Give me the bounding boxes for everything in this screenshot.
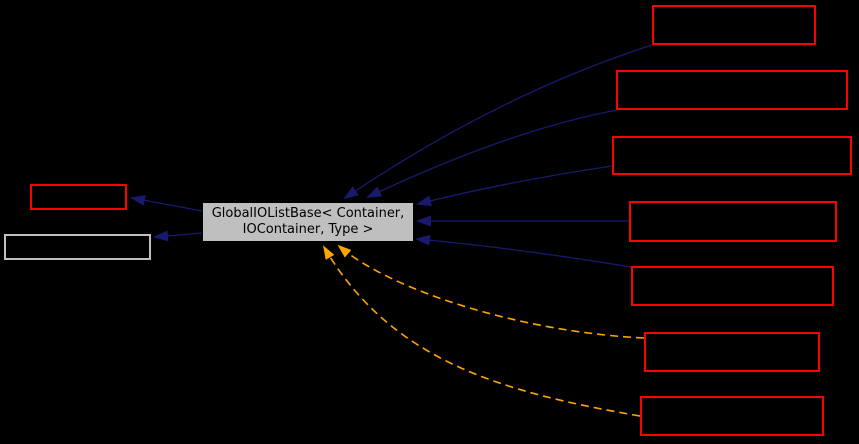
globaliolistbase-label-line1: GlobalIOListBase< Container, [211,206,405,221]
base-class-node-2[interactable] [4,234,151,260]
inheritance-edge-derived-1 [343,44,653,200]
derived-class-node-6[interactable] [644,332,820,372]
template-instance-edge-2 [322,245,641,417]
derived-class-node-1[interactable] [652,5,816,45]
derived-class-node-7[interactable] [640,396,824,436]
inheritance-edge-derived-2 [366,109,618,198]
inheritance-edge-base-2 [153,230,203,242]
derived-class-node-3[interactable] [612,136,852,175]
derived-class-node-2[interactable] [616,70,848,110]
derived-class-node-5[interactable] [631,266,834,306]
inheritance-edge-base-1 [130,194,203,212]
inheritance-edge-derived-3 [416,165,613,207]
derived-class-node-4[interactable] [629,201,837,242]
globaliolistbase-node: GlobalIOListBase< Container, IOContainer… [202,202,414,242]
base-class-node-1[interactable] [30,184,127,210]
template-instance-edge-1 [337,244,645,339]
inheritance-edge-derived-5 [415,234,632,268]
globaliolistbase-label-line2: IOContainer, Type > [242,222,374,237]
